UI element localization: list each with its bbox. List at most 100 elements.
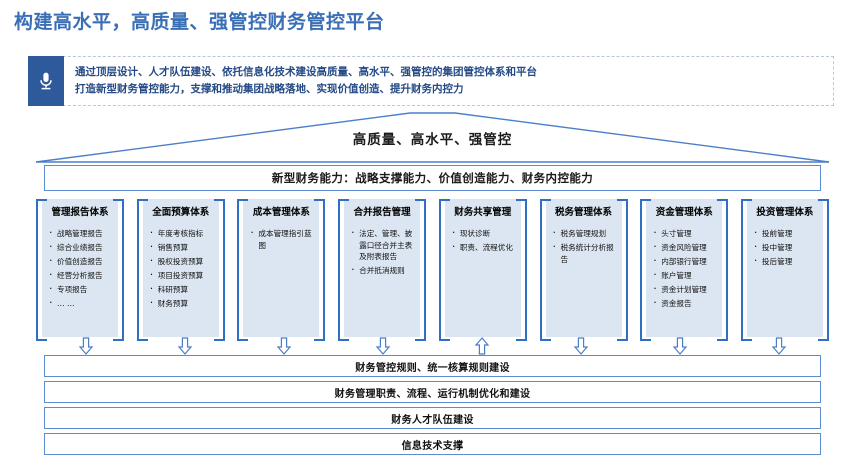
column-body: 资金管理体系头寸管理资金风险管理内部银行管理账户管理资金计划管理资金报告: [646, 199, 723, 337]
flow-arrow-up: [473, 337, 491, 355]
column-title: 全面预算体系: [152, 207, 210, 218]
column-item-list: 战略管理报告综合业绩报告价值创造报告经营分析报告专项报告… …: [44, 227, 116, 310]
flow-arrow-down: [374, 337, 392, 355]
page-title: 构建高水平，高质量、强管控财务管控平台: [14, 11, 385, 33]
foundation-bar-group: 财务管控规则、统一核算规则建设财务管理职责、流程、运行机制优化和建设财务人才队伍…: [44, 355, 821, 455]
list-item[interactable]: 投中管理: [753, 241, 818, 254]
bracket-left-icon: [36, 199, 47, 341]
column-body: 全面预算体系年度考核指标销售预算股权投资预算项目投资预算科研预算财务预算: [142, 199, 219, 337]
bracket-left-icon: [640, 199, 652, 341]
column-1[interactable]: 管理报告体系战略管理报告综合业绩报告价值创造报告经营分析报告专项报告… …: [36, 199, 124, 341]
column-3[interactable]: 成本管理体系成本管理指引蓝图: [237, 199, 326, 341]
flow-arrow-down: [671, 337, 689, 355]
flow-arrow-down: [572, 337, 590, 355]
column-body: 财务共享管理现状诊断职责、流程优化: [444, 199, 521, 337]
column-6[interactable]: 税务管理体系税务管理规划税务统计分析报告: [539, 199, 628, 341]
foundation-bar-3[interactable]: 财务人才队伍建设: [44, 407, 821, 429]
callout-text: 通过顶层设计、人才队伍建设、依托信息化技术建设高质量、高水平、强管控的集团管控体…: [64, 57, 833, 105]
column-item-list: 现状诊断职责、流程优化: [447, 227, 519, 254]
list-item[interactable]: 股权投资预算: [149, 255, 214, 268]
column-title: 财务共享管理: [454, 207, 512, 218]
column-2[interactable]: 全面预算体系年度考核指标销售预算股权投资预算项目投资预算科研预算财务预算: [136, 199, 225, 341]
callout-banner: 通过顶层设计、人才队伍建设、依托信息化技术建设高质量、高水平、强管控的集团管控体…: [28, 56, 834, 106]
column-7[interactable]: 资金管理体系头寸管理资金风险管理内部银行管理账户管理资金计划管理资金报告: [640, 199, 729, 341]
list-item[interactable]: 科研预算: [149, 283, 214, 296]
list-item[interactable]: 资金计划管理: [652, 283, 717, 296]
list-item[interactable]: 战略管理报告: [48, 227, 113, 240]
column-item-list: 成本管理指引蓝图: [245, 227, 317, 251]
foundation-bar-2[interactable]: 财务管理职责、流程、运行机制优化和建设: [44, 381, 821, 403]
list-item[interactable]: 税务管理规划: [552, 227, 617, 240]
list-item[interactable]: 经营分析报告: [48, 269, 113, 282]
bracket-right-icon: [213, 199, 225, 341]
foundation-bar-1[interactable]: 财务管控规则、统一核算规则建设: [44, 355, 821, 377]
column-title: 管理报告体系: [51, 207, 109, 218]
column-title: 投资管理体系: [756, 207, 814, 218]
list-item[interactable]: 财务预算: [149, 297, 214, 310]
arrow-row: [36, 337, 829, 355]
list-item[interactable]: 税务统计分析报告: [552, 241, 617, 265]
bracket-right-icon: [515, 199, 527, 341]
bracket-left-icon: [237, 199, 249, 341]
bracket-right-icon: [717, 199, 729, 341]
list-item[interactable]: 资金报告: [652, 297, 717, 310]
list-item[interactable]: 合并抵消规则: [350, 264, 415, 277]
column-item-list: 年度考核指标销售预算股权投资预算项目投资预算科研预算财务预算: [145, 227, 217, 310]
bracket-left-icon: [740, 199, 752, 341]
capability-bar-label: 新型财务能力：战略支撑能力、价值创造能力、财务内控能力: [271, 171, 594, 185]
column-group: 管理报告体系战略管理报告综合业绩报告价值创造报告经营分析报告专项报告… …全面预…: [36, 199, 829, 341]
foundation-bar-label: 财务管理职责、流程、运行机制优化和建设: [334, 388, 531, 400]
foundation-bar-label: 财务人才队伍建设: [391, 414, 474, 426]
list-item[interactable]: 专项报告: [48, 283, 113, 296]
bracket-right-icon: [817, 199, 829, 341]
bracket-left-icon: [136, 199, 148, 341]
bracket-right-icon: [415, 199, 427, 341]
list-item[interactable]: 现状诊断: [451, 227, 516, 240]
microphone-icon: [28, 56, 64, 106]
list-item[interactable]: 销售预算: [149, 241, 214, 254]
foundation-bar-label: 财务管控规则、统一核算规则建设: [355, 362, 510, 374]
foundation-bar-label: 信息技术支撑: [401, 440, 464, 452]
list-item[interactable]: 内部银行管理: [652, 255, 717, 268]
bracket-left-icon: [539, 199, 551, 341]
list-item[interactable]: 价值创造报告: [48, 255, 113, 268]
flow-arrow-down: [77, 337, 95, 355]
foundation-bar-4[interactable]: 信息技术支撑: [44, 433, 821, 455]
flow-arrow-down: [275, 337, 293, 355]
bracket-right-icon: [616, 199, 628, 341]
roof-shape: [35, 112, 830, 163]
column-title: 资金管理体系: [655, 207, 713, 218]
capability-bar: 新型财务能力：战略支撑能力、价值创造能力、财务内控能力: [44, 165, 821, 191]
list-item[interactable]: 职责、流程优化: [451, 241, 516, 254]
list-item[interactable]: 项目投资预算: [149, 269, 214, 282]
column-4[interactable]: 合并报告管理法定、管理、披露口径合并主表及附表报告合并抵消规则: [338, 199, 427, 341]
column-body: 投资管理体系投前管理投中管理投后管理: [746, 199, 823, 337]
column-body: 合并报告管理法定、管理、披露口径合并主表及附表报告合并抵消规则: [344, 199, 421, 337]
list-item[interactable]: 年度考核指标: [149, 227, 214, 240]
list-item[interactable]: 头寸管理: [652, 227, 717, 240]
column-5[interactable]: 财务共享管理现状诊断职责、流程优化: [438, 199, 527, 341]
list-item[interactable]: 法定、管理、披露口径合并主表及附表报告: [350, 227, 415, 263]
bracket-left-icon: [438, 199, 450, 341]
list-item[interactable]: 综合业绩报告: [48, 241, 113, 254]
list-item[interactable]: 投前管理: [753, 227, 818, 240]
column-title: 成本管理体系: [252, 207, 310, 218]
column-item-list: 头寸管理资金风险管理内部银行管理账户管理资金计划管理资金报告: [648, 227, 720, 310]
column-item-list: 投前管理投中管理投后管理: [749, 227, 821, 268]
flow-arrow-down: [176, 337, 194, 355]
callout-line-2: 打造新型财务管控能力，支撑和推动集团战略落地、实现价值创造、提升财务内控力: [75, 83, 464, 95]
flow-arrow-down: [770, 337, 788, 355]
list-item[interactable]: 账户管理: [652, 269, 717, 282]
column-item-list: 税务管理规划税务统计分析报告: [548, 227, 620, 265]
list-item[interactable]: 成本管理指引蓝图: [249, 227, 314, 251]
bracket-right-icon: [113, 199, 124, 341]
bracket-left-icon: [338, 199, 350, 341]
list-item[interactable]: 资金风险管理: [652, 241, 717, 254]
list-item[interactable]: 投后管理: [753, 255, 818, 268]
column-8[interactable]: 投资管理体系投前管理投中管理投后管理: [740, 199, 829, 341]
column-body: 成本管理体系成本管理指引蓝图: [243, 199, 320, 337]
list-item[interactable]: … …: [48, 297, 113, 310]
column-title: 合并报告管理: [353, 207, 411, 218]
bracket-right-icon: [314, 199, 326, 341]
column-title: 税务管理体系: [555, 207, 613, 218]
